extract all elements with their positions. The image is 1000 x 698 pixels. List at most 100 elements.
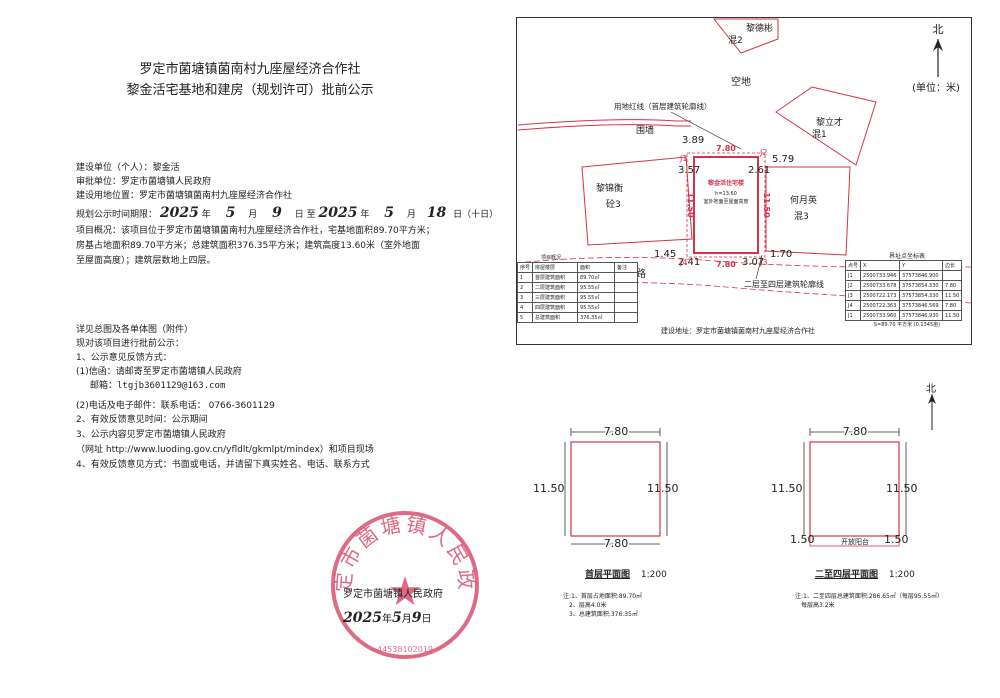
notice-line-4: (1)信函：请邮寄至罗定市菌塘镇人民政府 xyxy=(76,367,242,377)
end-month: 5 xyxy=(384,205,395,221)
floor1-title-row: 首层平面图 1:200 xyxy=(585,567,667,580)
project-desc-3: 至屋面高度）；建筑层数地上四层。 xyxy=(76,256,216,266)
year-label-2: 年 xyxy=(360,210,370,220)
end-year: 2025 xyxy=(318,205,358,221)
dim-left: 11.50 xyxy=(686,192,695,218)
area-col-area: 面积 xyxy=(577,262,616,273)
floor1-title: 首层平面图 xyxy=(585,570,631,580)
unit-label: (单位：米) xyxy=(912,81,960,94)
approval-unit: 审批单位：罗定市菌塘镇人民政府 xyxy=(76,177,212,187)
floor2-dim-left-ext: 1.50 xyxy=(790,533,815,546)
svg-text:北: 北 xyxy=(933,23,944,36)
floor2-note-2: 每层高3.2米 xyxy=(801,602,835,609)
point-j4: J4 xyxy=(679,258,687,267)
signer-name: 罗定市菌塘镇人民政府 xyxy=(343,589,443,600)
north-arrow: 北 xyxy=(933,23,944,77)
floor-north-arrow xyxy=(928,394,936,430)
point-j2: J2 xyxy=(759,148,767,157)
floor1-outline xyxy=(570,441,661,537)
title-line1: 罗定市菌塘镇菌南村九座屋经济合作社 xyxy=(139,62,361,77)
area-table-header: 序号 房屋楼层 面积 备注 xyxy=(516,262,639,273)
dim-307: 3.07 xyxy=(742,257,764,268)
floor2-title-row: 二至四层平面图 1:200 xyxy=(815,567,915,580)
right-neighbor-type: 混1 xyxy=(812,129,827,140)
dim-top: 7.80 xyxy=(716,144,736,153)
notice-line-7: 2、有效反馈意见时间：公示期间 xyxy=(76,415,208,425)
notice-line-9: （网址 http://www.luoding.gov.cn/yfldlt/gkm… xyxy=(76,445,374,455)
day-label-2: 日 xyxy=(453,210,463,220)
coord-table-title: 界址点坐标表 xyxy=(888,253,925,260)
floor2-scale: 1:200 xyxy=(888,570,915,580)
dim-bottom: 7.80 xyxy=(716,260,736,269)
wall-label: 围墙 xyxy=(636,124,654,136)
period-row: 规划公示时间期限： 2025 年 5 月 9 日 至 2025 年 5 月 18… xyxy=(76,205,498,222)
floor1-note-3: 3、总建筑面积:376.35㎡ xyxy=(569,611,638,618)
floor2-dim-right-ext: 1.50 xyxy=(884,533,909,546)
neighbor-top-type: 混2 xyxy=(728,35,743,46)
floor2-dim-right: 11.50 xyxy=(886,482,918,495)
floor1-dim-left: 11.50 xyxy=(533,482,565,495)
floor-north-label: 北 xyxy=(926,384,936,395)
dim-241: 2.41 xyxy=(678,257,700,268)
area-col-floor: 房屋楼层 xyxy=(532,262,579,273)
building-name: 黎金活住宅楼 xyxy=(708,179,744,187)
boundary-label: 用地红线（首层建筑轮廓线） xyxy=(614,101,712,111)
floor1-note-1: 注:1、首层占地面积:89.70㎡ xyxy=(563,593,643,600)
notice-email: 邮箱：ltgjb3601129@163.com xyxy=(90,381,226,391)
day-label: 日 xyxy=(294,210,304,220)
sign-month: 5 xyxy=(391,610,402,626)
year-label: 年 xyxy=(201,210,211,220)
floor2-title: 二至四层平面图 xyxy=(815,570,879,580)
dim-right: 11.50 xyxy=(762,192,771,218)
east-neighbor-type: 混3 xyxy=(794,211,809,222)
sign-day-label: 日 xyxy=(421,614,432,625)
coord-table-header: 点号 X Y 边长 xyxy=(844,260,963,271)
upper-floor-outline xyxy=(686,152,766,258)
coord-table-footer: S=89.70 平方米 (0.1345亩) xyxy=(873,322,941,328)
floor1-notes: 注:1、首层占地面积:89.70㎡ 2、层高4.0米 3、总建筑面积:376.3… xyxy=(563,592,642,619)
floor1-dim-bottom: 7.80 xyxy=(604,537,629,550)
notice-line-3: 1、公示意见反馈方式： xyxy=(76,353,172,363)
area-col-no: 序号 xyxy=(516,262,534,273)
dim-145: 1.45 xyxy=(654,249,676,260)
east-neighbor: 何月英 xyxy=(790,194,817,206)
notice-line-1: 详见总图及各单体图（附件） xyxy=(76,325,194,335)
floor1-dim-right: 11.50 xyxy=(647,482,679,495)
land-location: 建设用地位置：罗定市菌塘镇菌南村九座屋经济合作社 xyxy=(76,191,293,201)
sign-day: 9 xyxy=(411,610,422,626)
left-neighbor-type: 砼3 xyxy=(606,198,621,210)
dim-579: 5.79 xyxy=(772,154,794,165)
project-desc-1: 项目概况：该项目位于罗定市菌塘镇菌南村九座屋经济合作社，宅基地面积89.70平方… xyxy=(76,226,435,236)
open-space: 空地 xyxy=(731,75,751,88)
title-line2: 黎金活宅基地和建房（规划许可）批前公示 xyxy=(126,83,374,98)
floor1-note-2: 2、层高4.0米 xyxy=(569,602,607,609)
floor2-note-1: 注:1、二至四层总建筑面积:286.65㎡（每层95.55㎡） xyxy=(795,593,944,600)
project-desc-2: 房基占地面积89.70平方米；总建筑面积376.35平方米；建筑高度13.60米… xyxy=(76,241,421,251)
construction-unit: 建设单位（个人）：黎金活 xyxy=(76,163,180,173)
month-label-2: 月 xyxy=(406,210,416,220)
point-j3: J3 xyxy=(759,258,767,267)
right-neighbor: 黎立才 xyxy=(816,116,843,128)
official-stamp: 罗定市菌塘镇人民政府 ★ 44538102019 xyxy=(325,505,479,659)
start-year: 2025 xyxy=(159,205,199,221)
floor1-scale: 1:200 xyxy=(640,570,667,580)
dim-357: 3.57 xyxy=(678,165,700,176)
period-prefix: 规划公示时间期限： xyxy=(76,210,158,220)
floor2-balcony xyxy=(809,535,900,547)
area-table-title: 项目概况 xyxy=(541,255,562,261)
sign-date: 2025年5月9日 xyxy=(343,610,431,626)
left-neighbor: 黎锦衡 xyxy=(596,182,623,194)
building-level: h=13.60 xyxy=(715,191,737,197)
upper-outline-label: 二层至四层建筑轮廓线 xyxy=(744,279,824,289)
